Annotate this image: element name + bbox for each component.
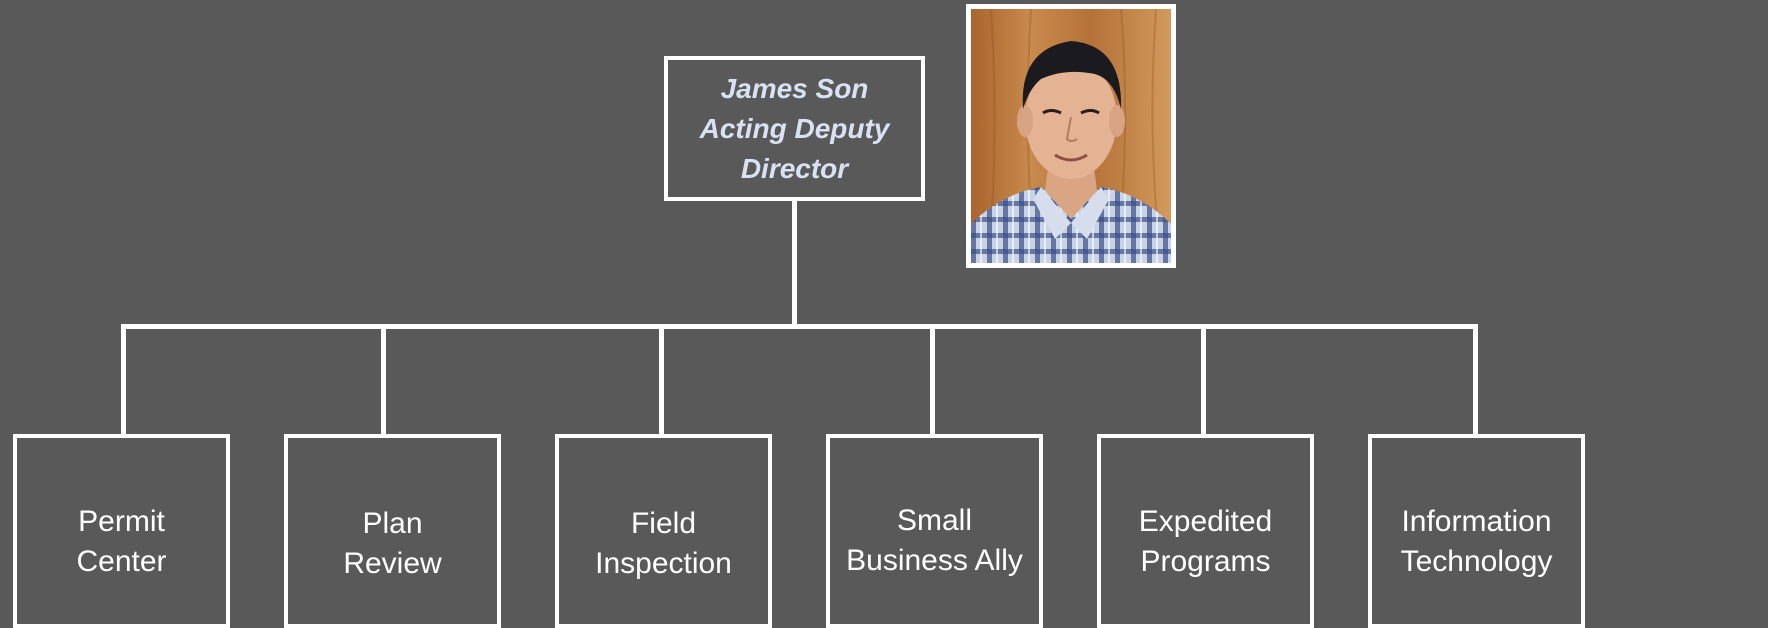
division-label-line2: Inspection — [595, 547, 732, 580]
portrait-image — [971, 9, 1171, 263]
division-label-line1: Plan — [362, 507, 423, 540]
division-label-line1: Expedited — [1138, 505, 1273, 538]
leader-title-line1: Acting Deputy — [699, 112, 890, 144]
connector-horizontal-bus — [121, 324, 1478, 329]
division-box-field-inspection: Field Inspection — [555, 434, 772, 628]
connector-drop-plan-review — [381, 324, 386, 436]
division-label-line2: Center — [76, 545, 167, 578]
division-label-line2: Business Ally — [846, 543, 1023, 577]
division-box-small-business-ally: Small Business Ally — [826, 434, 1043, 628]
leader-box: James Son Acting Deputy Director — [664, 56, 925, 201]
connector-drop-information-technology — [1473, 324, 1478, 436]
connector-drop-field-inspection — [659, 324, 664, 436]
division-label-line2: Technology — [1400, 545, 1553, 578]
division-label-line1: Field — [630, 507, 697, 540]
division-label-line2: Review — [343, 547, 442, 580]
connector-vertical-main — [792, 201, 797, 328]
division-box-plan-review: Plan Review — [284, 434, 501, 628]
connector-drop-small-business-ally — [930, 324, 935, 436]
division-box-expedited-programs: Expedited Programs — [1097, 434, 1314, 628]
connector-drop-permit-center — [121, 324, 126, 436]
division-label-line1: Small — [896, 503, 972, 537]
division-label-line1: Permit — [78, 505, 165, 538]
division-box-permit-center: Permit Center — [13, 434, 230, 628]
leader-photo — [966, 4, 1176, 268]
connector-drop-expedited-programs — [1201, 324, 1206, 436]
leader-title-line2: Director — [740, 152, 849, 184]
division-label-line2: Programs — [1140, 545, 1271, 578]
division-box-information-technology: Information Technology — [1368, 434, 1585, 628]
division-label-line1: Information — [1401, 505, 1552, 538]
leader-name: James Son — [720, 72, 869, 104]
